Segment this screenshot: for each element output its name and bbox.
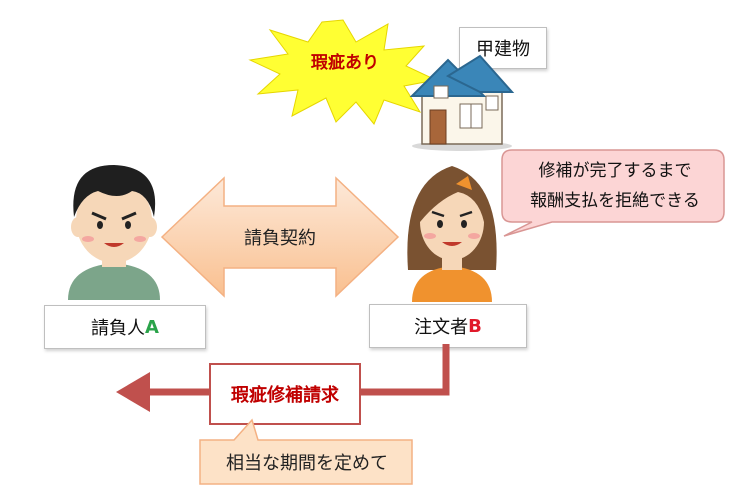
period-callout [199,418,413,485]
contractor-letter: A [145,316,159,338]
orderer-label-text: 注文者 [414,317,469,338]
contractor-person-icon [68,165,160,300]
speech-line-2: 報酬支払を拒絶できる [530,190,700,211]
orderer-person-icon [407,166,497,302]
contractor-label-text: 請負人 [91,318,146,339]
speech-line-1: 修補が完了するまで [538,160,692,181]
orderer-letter: B [468,315,482,337]
claim-label: 瑕疵修補請求 [209,363,361,425]
contract-double-arrow [160,176,400,298]
house-icon [409,54,515,151]
speech-bubble [501,149,725,237]
contract-label: 請負契約 [244,228,316,249]
defect-starburst [248,19,438,125]
period-label: 相当な期間を定めて [226,453,388,474]
defect-label: 瑕疵あり [311,52,379,73]
